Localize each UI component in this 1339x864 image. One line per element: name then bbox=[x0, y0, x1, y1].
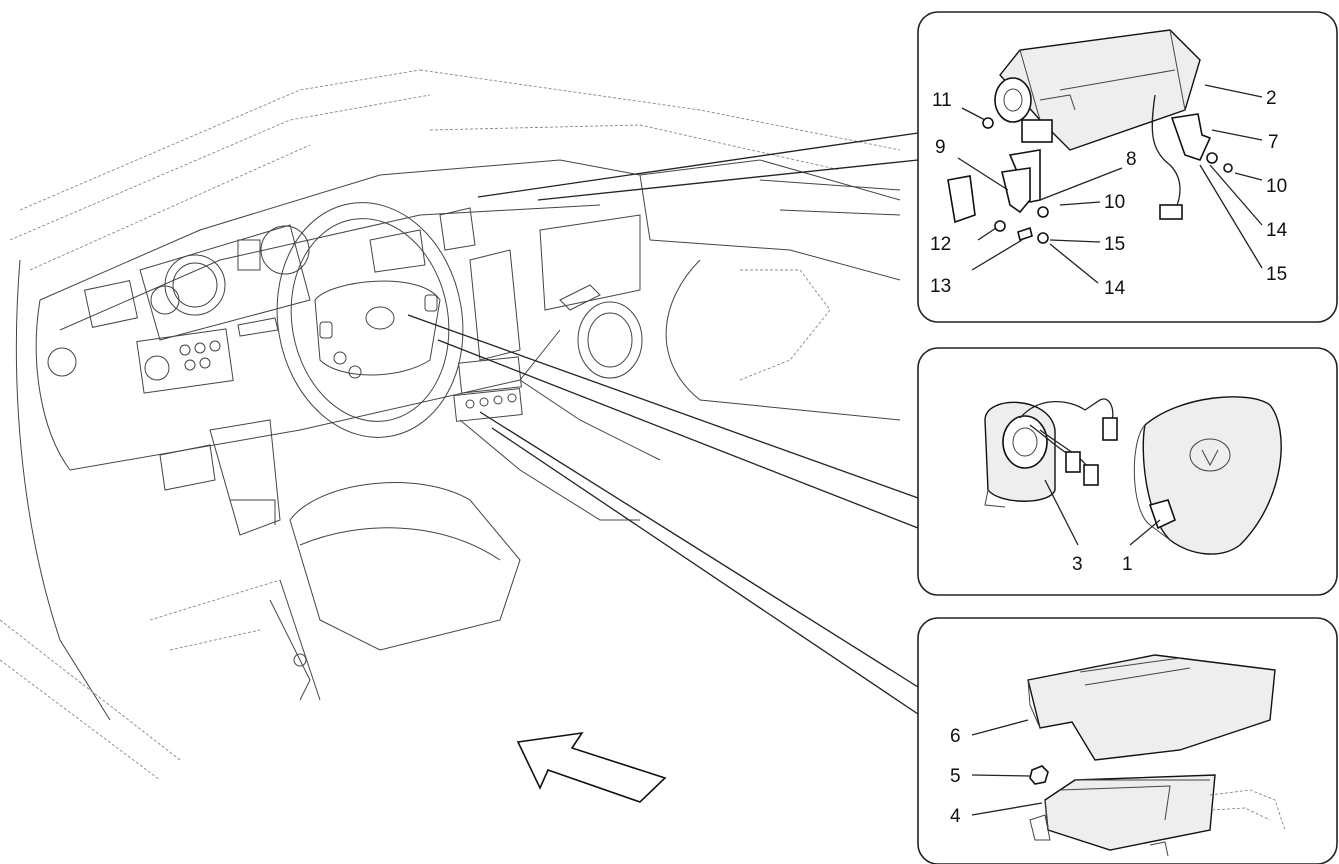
callout-14-right: 14 bbox=[1266, 220, 1288, 241]
callout-3: 3 bbox=[1072, 554, 1083, 575]
callout-4: 4 bbox=[950, 806, 961, 827]
callout-14-center: 14 bbox=[1104, 278, 1126, 299]
detail-panel-driver-airbag: 3 1 bbox=[917, 347, 1338, 596]
callout-15-center: 15 bbox=[1104, 234, 1125, 255]
callout-5: 5 bbox=[950, 766, 961, 787]
callout-6: 6 bbox=[950, 726, 961, 747]
callout-9: 9 bbox=[935, 137, 946, 158]
callout-8: 8 bbox=[1126, 149, 1137, 170]
callout-10-center: 10 bbox=[1104, 192, 1125, 213]
detail-panel-control-unit: 6 5 4 bbox=[917, 617, 1338, 864]
callout-12: 12 bbox=[930, 234, 951, 255]
callout-10-right: 10 bbox=[1266, 176, 1287, 197]
callout-7: 7 bbox=[1268, 132, 1279, 153]
callout-2: 2 bbox=[1266, 88, 1277, 109]
direction-arrow-icon bbox=[516, 731, 667, 803]
callout-11: 11 bbox=[932, 90, 952, 111]
detail-panel-passenger-airbag: 11 2 9 8 7 10 10 12 15 14 15 13 14 bbox=[917, 11, 1338, 323]
callout-1: 1 bbox=[1122, 554, 1133, 575]
callout-15-right: 15 bbox=[1266, 264, 1287, 285]
leader-lines bbox=[407, 132, 919, 715]
callout-13: 13 bbox=[930, 276, 951, 297]
car-interior-illustration bbox=[0, 69, 901, 803]
